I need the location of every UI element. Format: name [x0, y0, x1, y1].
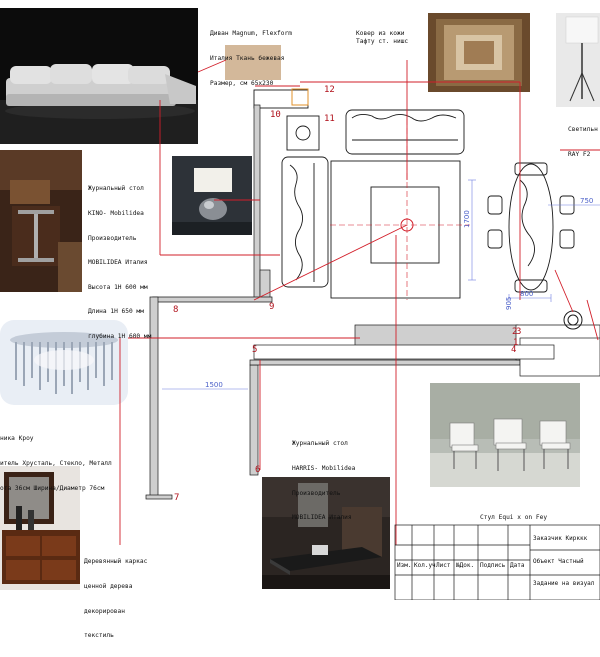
plan-dimensions	[162, 179, 600, 390]
plan-number: 6	[255, 465, 260, 475]
title-block-header: Изм.	[397, 562, 411, 569]
plan-number-labels: 1 2 3 4 5 6 7 8 9 10 11 12	[173, 85, 521, 503]
dimension-label: 750	[580, 197, 593, 205]
chairs-photo	[430, 383, 580, 487]
accent-box	[291, 88, 309, 106]
plan-number: 11	[324, 114, 335, 124]
plan-walls	[145, 104, 600, 500]
title-block-header: Подпись	[480, 562, 506, 569]
plan-number: 3	[516, 327, 521, 337]
table-kino-photo	[0, 150, 82, 292]
dresser-photo	[0, 466, 80, 590]
plan-number: 12	[324, 85, 335, 95]
dimension-label: 1500	[205, 381, 223, 389]
dimension-label: 1700	[463, 210, 471, 228]
carpet-label: Ковер из кожи Тафту ст. нишс	[356, 30, 409, 46]
table-lamp-photo	[172, 156, 252, 235]
plan-leader-lines	[119, 59, 600, 545]
title-block-header: №Док.	[456, 562, 474, 569]
sofa-photo	[0, 8, 198, 144]
plan-number: 9	[269, 302, 274, 312]
sofa-label: Диван Magnum, Flexform Италия Ткань беже…	[210, 30, 292, 87]
title-block-header: Кол.уч	[414, 562, 436, 569]
plan-number: 10	[270, 110, 281, 120]
title-block-header: Дата	[510, 562, 525, 569]
chairs-label: Стул Equi x on Fey	[480, 514, 548, 522]
floor-lamp-photo	[556, 13, 600, 107]
plan-number: 7	[174, 493, 179, 503]
plan-number: 8	[173, 305, 178, 315]
plan-number: 2	[512, 327, 517, 337]
title-block-header: Лист	[436, 562, 451, 569]
carpet-photo	[428, 13, 530, 92]
floor-plan: 1 2 3 4 5 6 7 8 9 10 11 12 1700 750 800 …	[119, 59, 600, 600]
title-block-row: Заказчик Кирккк	[533, 535, 588, 542]
title-block-row: Объект Частный	[533, 558, 584, 565]
fabric-swatch	[225, 45, 281, 80]
plan-furniture	[253, 89, 575, 299]
dimension-label: 800	[520, 290, 533, 298]
dimension-labels: 1700 750 800 905 1500	[205, 197, 593, 389]
plan-number: 4	[511, 345, 516, 355]
plan-number: 1	[513, 338, 518, 348]
design-board: 1 2 3 4 5 6 7 8 9 10 11 12 1700 750 800 …	[0, 8, 600, 639]
chandelier-photo	[0, 320, 128, 405]
lamp-light-label: Светильн RAY F2	[568, 126, 598, 159]
dimension-label: 905	[505, 297, 513, 310]
table-kino-label: Журнальный стол KINO- Mobilidea Производ…	[88, 185, 152, 341]
title-block-row: Задание на визуал	[533, 580, 595, 587]
plan-number: 5	[252, 345, 257, 355]
title-block	[394, 524, 600, 600]
dresser-label: Деревянный каркас ценной дерева декориро…	[84, 558, 148, 640]
chandelier-label: ника Кроу итель Хрусталь, Стекло, Металл…	[0, 435, 112, 492]
table-harris-label: Журнальный стол HARRIS- Mobilidea Произв…	[292, 440, 356, 522]
title-block-headers: Изм. Кол.уч Лист №Док. Подпись Дата Зака…	[397, 535, 595, 587]
table-harris-photo	[262, 477, 390, 589]
